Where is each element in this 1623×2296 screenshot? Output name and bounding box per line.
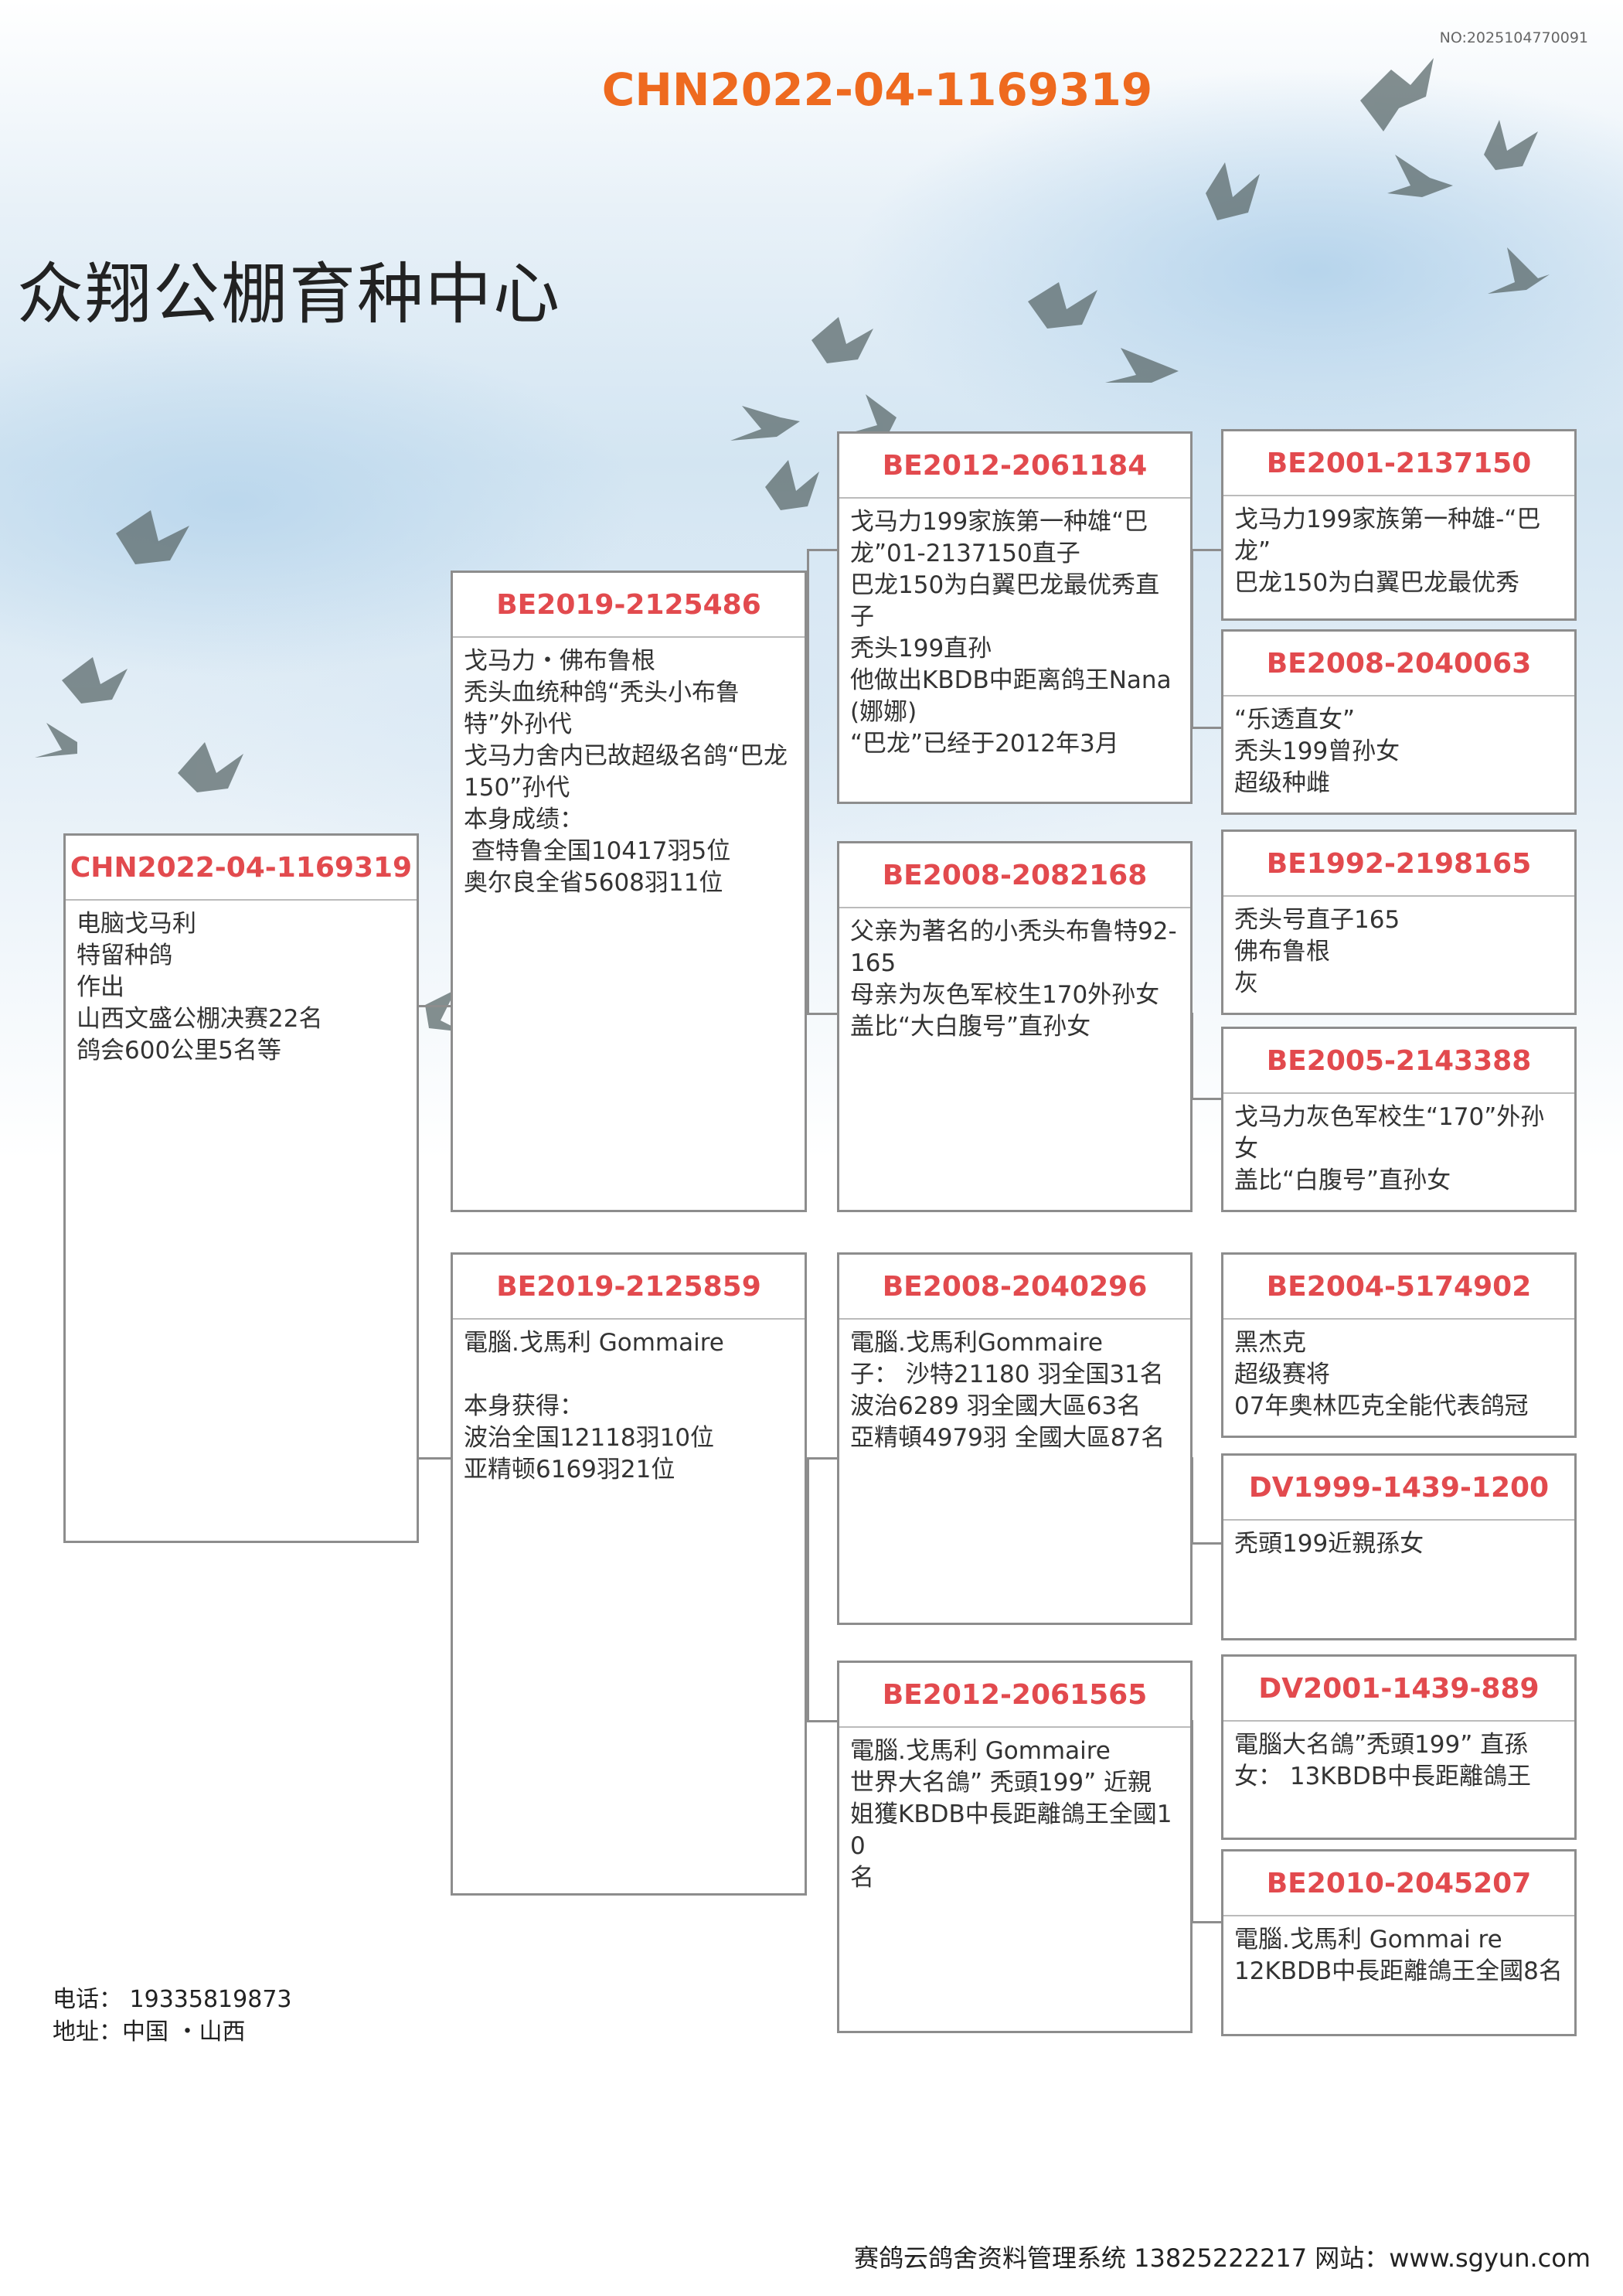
connector	[807, 1013, 838, 1015]
ring-number: BE2008-2040063	[1223, 632, 1574, 697]
ring-number: DV2001-1439-889	[1223, 1657, 1574, 1722]
pedigree-notes: 電腦大名鴿”秃頭199” 直孫 女： 13KBDB中長距離鴿王	[1234, 1731, 1532, 1790]
ring-number: CHN2022-04-1169319	[66, 836, 417, 901]
loft-name: 众翔公棚育种中心	[17, 256, 561, 333]
pedigree-sdd: BE2005-2143388 戈马力灰色军校生“170”外孙女 盖比“白腹号”直…	[1221, 1027, 1577, 1212]
pedigree-notes: 電腦.戈馬利 Gommaire 本身获得： 波治全国12118羽10位 亚精顿6…	[464, 1329, 724, 1484]
pedigree-notes: 電腦.戈馬利 Gommaire 世界大名鴿” 秃頭199” 近親 姐獲KBDB中…	[850, 1737, 1172, 1892]
pedigree-notes: 戈马力199家族第一种雄-“巴龙” 巴龙150为白翼巴龙最优秀	[1234, 506, 1541, 597]
address-text: 地址：中国 ・山西	[53, 2018, 246, 2046]
ring-number: BE2012-2061565	[839, 1663, 1190, 1728]
ring-number: BE2019-2125859	[453, 1255, 805, 1320]
pedigree-notes: 父亲为著名的小秃头布鲁特92-165 母亲为灰色军校生170外孙女 盖比“大白腹…	[850, 918, 1177, 1041]
pedigree-dsd: DV1999-1439-1200 秃頭199近親孫女	[1221, 1453, 1577, 1640]
pedigree-notes: 戈马力・佛布鲁根 秃头血统种鸽“秃头小布鲁特”外孙代 戈马力舍内已故超级名鸽“巴…	[464, 647, 788, 897]
pedigree-dss: BE2004-5174902 黑杰克 超级赛将 07年奥林匹克全能代表鸽冠	[1221, 1252, 1577, 1438]
pedigree-notes: 電腦.戈馬利 Gommai re 12KBDB中長距離鴿王全國8名	[1234, 1926, 1563, 1985]
ring-number: BE1992-2198165	[1223, 832, 1574, 897]
connector	[417, 1457, 451, 1460]
ring-number: BE2008-2040296	[839, 1255, 1190, 1320]
pedigree-notes: 黑杰克 超级赛将 07年奥林匹克全能代表鸽冠	[1234, 1329, 1529, 1420]
phone-text: 电话： 19335819873	[53, 1986, 292, 2013]
ring-number: BE2012-2061184	[839, 434, 1190, 499]
pedigree-sire-sire: BE2012-2061184 戈马力199家族第一种雄“巴龙”01-213715…	[837, 431, 1193, 804]
connector	[807, 549, 809, 1013]
pedigree-dds: DV2001-1439-889 電腦大名鴿”秃頭199” 直孫 女： 13KBD…	[1221, 1654, 1577, 1840]
ring-number: DV1999-1439-1200	[1223, 1456, 1574, 1521]
ring-number: BE2001-2137150	[1223, 431, 1574, 496]
connector	[1191, 1542, 1222, 1545]
connector	[807, 1720, 838, 1722]
pedigree-sss: BE2001-2137150 戈马力199家族第一种雄-“巴龙” 巴龙150为白…	[1221, 429, 1577, 621]
pedigree-notes: “乐透直女” 秃头199曾孙女 超级种雌	[1234, 706, 1400, 797]
ring-number: BE2005-2143388	[1223, 1029, 1574, 1094]
connector	[1191, 1098, 1222, 1100]
connector	[1191, 727, 1222, 729]
connector	[807, 1457, 809, 1720]
pedigree-ddd: BE2010-2045207 電腦.戈馬利 Gommai re 12KBDB中長…	[1221, 1849, 1577, 2036]
connector	[807, 549, 838, 551]
pigeons-illustration	[35, 58, 1550, 1032]
connector	[1191, 549, 1222, 551]
ring-number: BE2008-2082168	[839, 843, 1190, 908]
document-number: NO:2025104770091	[1439, 29, 1588, 46]
pedigree-notes: 电脑戈马利 特留种鸽 作出 山西文盛公棚决赛22名 鸽会600公里5名等	[77, 910, 323, 1065]
pedigree-notes: 秃頭199近親孫女	[1234, 1530, 1424, 1558]
pedigree-notes: 秃头号直子165 佛布鲁根 灰	[1234, 906, 1400, 997]
contact-info: 电话： 19335819873 地址：中国 ・山西	[53, 1984, 292, 2049]
ring-number: BE2019-2125486	[453, 573, 805, 638]
pedigree-dam: BE2019-2125859 電腦.戈馬利 Gommaire 本身获得： 波治全…	[451, 1252, 807, 1896]
pedigree-sire: BE2019-2125486 戈马力・佛布鲁根 秃头血统种鸽“秃头小布鲁特”外孙…	[451, 571, 807, 1212]
pedigree-notes: 電腦.戈馬利Gommaire 子： 沙特21180 羽全国31名 波治6289 …	[850, 1329, 1165, 1452]
pedigree-subject: CHN2022-04-1169319 电脑戈马利 特留种鸽 作出 山西文盛公棚决…	[63, 833, 419, 1543]
pedigree-dam-sire: BE2008-2040296 電腦.戈馬利Gommaire 子： 沙特21180…	[837, 1252, 1193, 1625]
footer-text: 赛鸽云鸽舍资料管理系统 13825222217 网站：www.sgyun.com	[853, 2243, 1591, 2273]
pedigree-dam-dam: BE2012-2061565 電腦.戈馬利 Gommaire 世界大名鴿” 秃頭…	[837, 1661, 1193, 2033]
pedigree-sds: BE1992-2198165 秃头号直子165 佛布鲁根 灰	[1221, 829, 1577, 1015]
ring-number: BE2004-5174902	[1223, 1255, 1574, 1320]
pedigree-ssd: BE2008-2040063 “乐透直女” 秃头199曾孙女 超级种雌	[1221, 629, 1577, 815]
ring-number: BE2010-2045207	[1223, 1851, 1574, 1916]
pedigree-notes: 戈马力199家族第一种雄“巴龙”01-2137150直子 巴龙150为白翼巴龙最…	[850, 508, 1172, 758]
connector	[417, 1005, 451, 1007]
ring-number-title: CHN2022-04-1169319	[601, 63, 1153, 116]
pedigree-sire-dam: BE2008-2082168 父亲为著名的小秃头布鲁特92-165 母亲为灰色军…	[837, 841, 1193, 1212]
connector	[1191, 1921, 1222, 1923]
connector	[807, 1457, 838, 1460]
pedigree-notes: 戈马力灰色军校生“170”外孙女 盖比“白腹号”直孙女	[1234, 1103, 1545, 1194]
